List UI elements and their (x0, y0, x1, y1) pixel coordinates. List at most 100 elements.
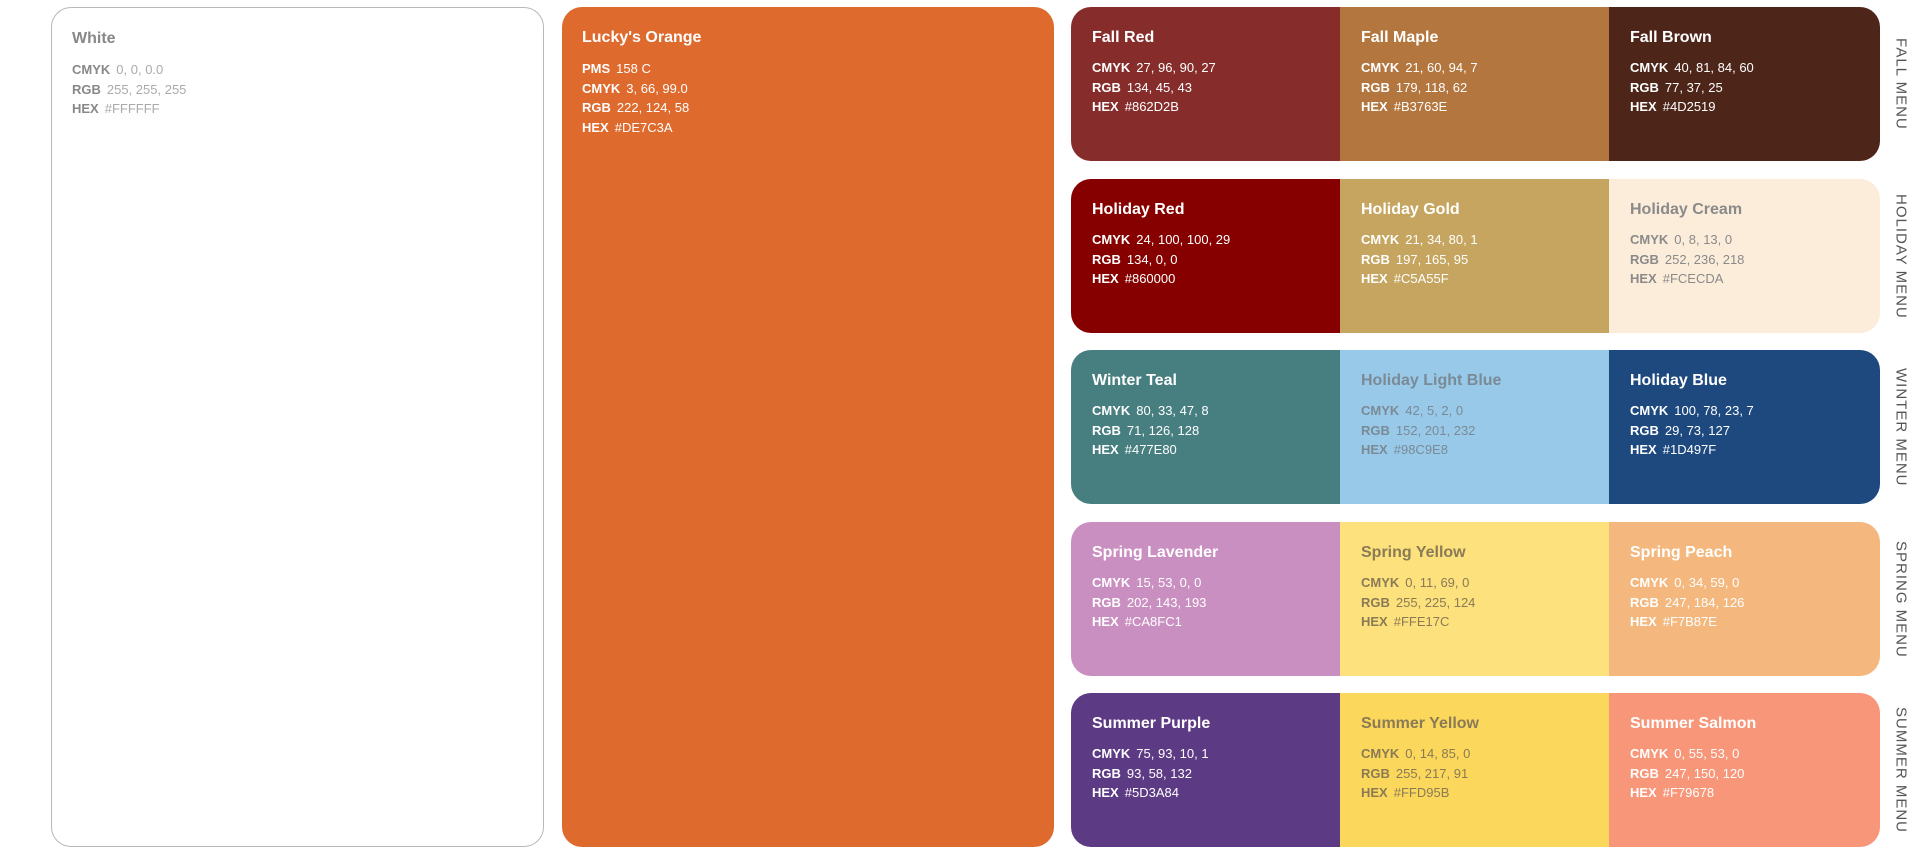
hex-line: HEX#CA8FC1 (1092, 612, 1319, 632)
hex-value: #860000 (1124, 271, 1176, 286)
menu-label-text: WINTER MENU (1892, 367, 1910, 487)
rgb-label: RGB (1092, 422, 1121, 438)
cmyk-value: 75, 93, 10, 1 (1136, 746, 1209, 761)
rgb-value: 29, 73, 127 (1664, 422, 1730, 438)
cmyk-value: 0, 55, 53, 0 (1674, 746, 1740, 761)
hex-line: HEX #860000 (1092, 269, 1319, 289)
swatch-name: Holiday Light Blue (1361, 372, 1502, 389)
rgb-label: RGB (1361, 79, 1390, 95)
hex-value: #CA8FC1 (1124, 614, 1182, 629)
swatch-name: Spring Lavender (1092, 544, 1219, 561)
rgb-line: RGB 134, 0, 0 (1092, 250, 1319, 270)
rgb-value: 71, 126, 128 (1126, 422, 1200, 438)
rgb-label: RGB (1630, 594, 1659, 610)
hex-label: HEX (1361, 785, 1388, 800)
rgb-value: 93, 58, 132 (1126, 765, 1192, 781)
hex-value: #FCECDA (1662, 271, 1724, 286)
swatch-name: Lucky's Orange (582, 29, 702, 46)
hex-line: HEX#5D3A84 (1092, 783, 1319, 803)
hex-value: #C5A55F (1393, 271, 1449, 286)
rgb-value: 77, 37, 25 (1664, 79, 1723, 95)
cmyk-value: 21, 34, 80, 1 (1405, 232, 1478, 247)
hex-value: #DE7C3A (614, 119, 673, 135)
cmyk-label: CMYK (1361, 575, 1400, 590)
rgb-value: 222, 124, 58 (616, 100, 690, 115)
hex-label: HEX (1630, 99, 1657, 114)
cmyk-value: 15, 53, 0, 0 (1136, 575, 1202, 590)
rgb-label: RGB (1092, 765, 1121, 781)
hex-line: HEX#FFD95B (1361, 783, 1588, 803)
swatch-name: Fall Brown (1630, 29, 1712, 46)
hex-value: #862D2B (1124, 99, 1179, 114)
rgb-value: 255, 225, 124 (1395, 594, 1476, 610)
rgb-label: RGB (1092, 251, 1121, 267)
rgb-label: RGB (1092, 594, 1121, 610)
cmyk-label: CMYK (1630, 575, 1669, 590)
cmyk-label: CMYK (1630, 60, 1669, 75)
cmyk-label: CMYK (1092, 232, 1131, 247)
cmyk-label: CMYK (1092, 403, 1131, 418)
rgb-label: RGB (1630, 251, 1659, 267)
hex-label: HEX (582, 119, 609, 135)
cmyk-label: CMYK (1361, 232, 1400, 247)
swatch-name: Holiday Blue (1630, 372, 1727, 389)
hex-line: HEX#FFFFFF (72, 99, 523, 119)
swatch-name: Summer Yellow (1361, 715, 1479, 732)
swatch-name: Spring Yellow (1361, 544, 1466, 561)
rgb-label: RGB (1361, 765, 1390, 781)
rgb-value: 152, 201, 232 (1395, 422, 1476, 438)
hex-line: HEX#FFE17C (1361, 612, 1588, 632)
rgb-value: 255, 255, 255 (106, 81, 187, 97)
hex-label: HEX (1361, 442, 1388, 457)
swatch-name: White (72, 30, 116, 47)
rgb-value: 179, 118, 62 (1395, 79, 1468, 95)
menu-label-text: SPRING MENU (1892, 540, 1910, 658)
rgb-label: RGB (1630, 765, 1659, 781)
cmyk-value: 27, 96, 90, 27 (1136, 60, 1216, 75)
hex-label: HEX (1092, 271, 1119, 286)
pms-value: 158 C (616, 61, 651, 76)
hex-label: HEX (72, 101, 99, 116)
rgb-line: RGB 71, 126, 128 (1092, 421, 1319, 441)
rgb-line: RGB 179, 118, 62 (1361, 78, 1588, 98)
swatch-name: Winter Teal (1092, 372, 1177, 389)
rgb-line: RGB 93, 58, 132 (1092, 764, 1319, 784)
menu-label: HOLIDAY MENU (1882, 179, 1920, 333)
swatch-name: Holiday Cream (1630, 201, 1743, 218)
rgb-label: RGB (1630, 422, 1659, 438)
swatch-name: Fall Red (1092, 29, 1155, 46)
rgb-label: RGB (1092, 79, 1121, 95)
hex-value: #4D2519 (1662, 99, 1716, 114)
rgb-value: 134, 0, 0 (1126, 251, 1178, 267)
hex-line: HEX#862D2B (1092, 97, 1319, 117)
hex-value: #F79678 (1662, 785, 1715, 800)
hex-label: HEX (1630, 785, 1657, 800)
hex-label: HEX (1361, 271, 1388, 286)
rgb-value: 255, 217, 91 (1395, 765, 1469, 781)
cmyk-value: 0, 0, 0.0 (116, 62, 164, 77)
hex-value: #5D3A84 (1124, 785, 1179, 800)
